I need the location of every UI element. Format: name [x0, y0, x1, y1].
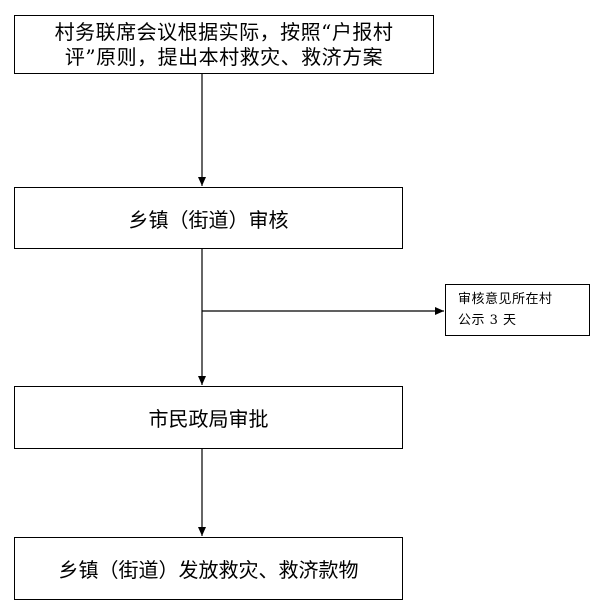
side-note-text: 审核意见所在村 公示 3 天: [458, 289, 553, 331]
step-4-label: 乡镇（街道）发放救灾、救济款物: [58, 558, 359, 582]
side-note-line-2: 公示 3 天: [458, 313, 517, 328]
side-note-box: 审核意见所在村 公示 3 天: [445, 284, 590, 336]
step-3-label: 市民政局审批: [148, 407, 269, 431]
step-3-box: 市民政局审批: [14, 386, 403, 449]
step-1-box: 村务联席会议根据实际，按照“户报村 评”原则，提出本村救灾、救济方案: [14, 15, 434, 74]
step-1-line-1: 村务联席会议根据实际，按照“户报村: [54, 19, 394, 44]
step-2-box: 乡镇（街道）审核: [14, 187, 403, 249]
step-1-line-2: 评”原则，提出本村救灾、救济方案: [64, 44, 384, 69]
step-1-text: 村务联席会议根据实际，按照“户报村 评”原则，提出本村救灾、救济方案: [55, 20, 394, 70]
step-2-label: 乡镇（街道）审核: [128, 207, 289, 232]
side-note-line-1: 审核意见所在村: [458, 292, 553, 307]
step-4-box: 乡镇（街道）发放救灾、救济款物: [14, 537, 403, 600]
